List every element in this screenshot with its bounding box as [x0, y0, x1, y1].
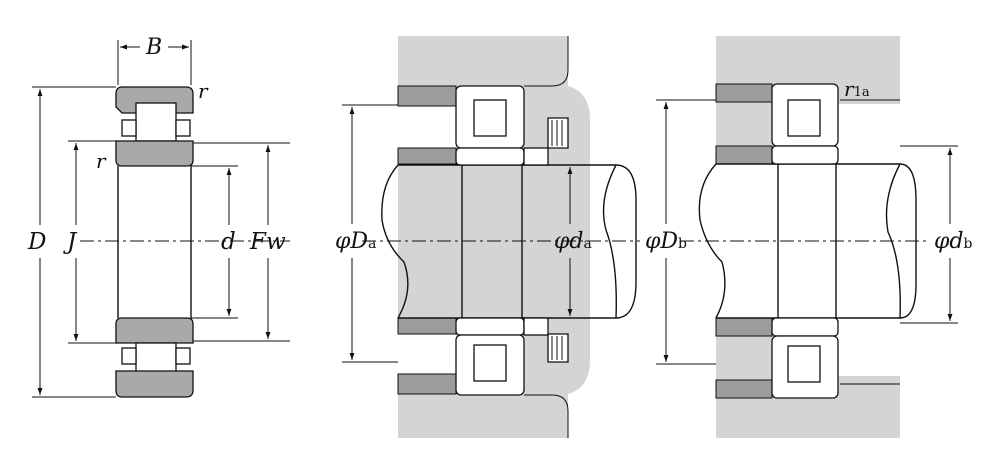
right-housing-fill-bottom [716, 336, 772, 384]
middle-bottom-inner-ring [455, 317, 525, 336]
label-b: B [145, 35, 162, 60]
right-bottom-inner-ring [771, 317, 839, 337]
middle-top-roller [473, 99, 507, 137]
middle-shaft-break-right [602, 164, 617, 319]
middle-shaft-break-left [381, 164, 409, 319]
label-D: D [27, 229, 46, 255]
middle-top-locknut [547, 117, 569, 149]
middle-shaft-outline [398, 164, 637, 319]
label-phi-Da: φDa [335, 229, 376, 254]
middle-housing-outline-top [524, 36, 569, 87]
right-spacer-top-2 [715, 145, 773, 165]
middle-spacer-bottom-2 [397, 373, 457, 395]
label-r1a: r1a [844, 77, 870, 101]
left-top-inner-ring [115, 140, 194, 167]
label-r-top: r [198, 79, 209, 103]
left-bottom-cage-l [121, 347, 137, 365]
middle-mounting-view: φDa φda [335, 36, 640, 438]
right-top-inner-ring [771, 145, 839, 165]
middle-bottom-roller [473, 344, 507, 382]
right-spacer-bottom-2 [715, 379, 773, 399]
right-spacer-top-1 [715, 83, 773, 103]
middle-spacer-top-2 [397, 147, 457, 165]
label-phi-db: φdb [934, 229, 973, 254]
label-d: d [221, 229, 236, 255]
left-top-cage-r [175, 119, 191, 137]
middle-housing [398, 36, 590, 438]
left-top-cage-l [121, 119, 137, 137]
middle-spacer-bottom-1 [397, 317, 457, 335]
label-r-inner: r [96, 149, 107, 173]
label-phi-Db: φDb [645, 229, 687, 254]
right-shaft-outline [716, 163, 917, 319]
left-bottom-outer-ring [115, 370, 194, 398]
right-shaft-break-right [885, 163, 901, 319]
label-phi-da: φda [554, 229, 592, 254]
left-bearing-section: B r r D J d Fw [27, 35, 290, 398]
middle-top-sleeve [523, 147, 549, 166]
right-mounting-view: r1a φDb φdb [645, 36, 973, 438]
left-bottom-cage-r [175, 347, 191, 365]
right-spacer-bottom-1 [715, 317, 773, 337]
middle-top-inner-ring [455, 147, 525, 166]
right-bottom-roller [787, 345, 821, 383]
right-shaft-break-left [698, 163, 726, 319]
middle-spacer-top-1 [397, 85, 457, 107]
right-top-roller [787, 99, 821, 137]
left-top-roller [135, 102, 177, 142]
middle-housing-outline-bottom [524, 394, 569, 438]
label-J: J [63, 229, 78, 255]
label-Fw: Fw [249, 229, 286, 255]
left-bottom-inner-ring [115, 317, 194, 344]
right-housing-fill-top [716, 100, 772, 146]
middle-bottom-sleeve [523, 317, 549, 336]
middle-bottom-locknut [547, 333, 569, 363]
